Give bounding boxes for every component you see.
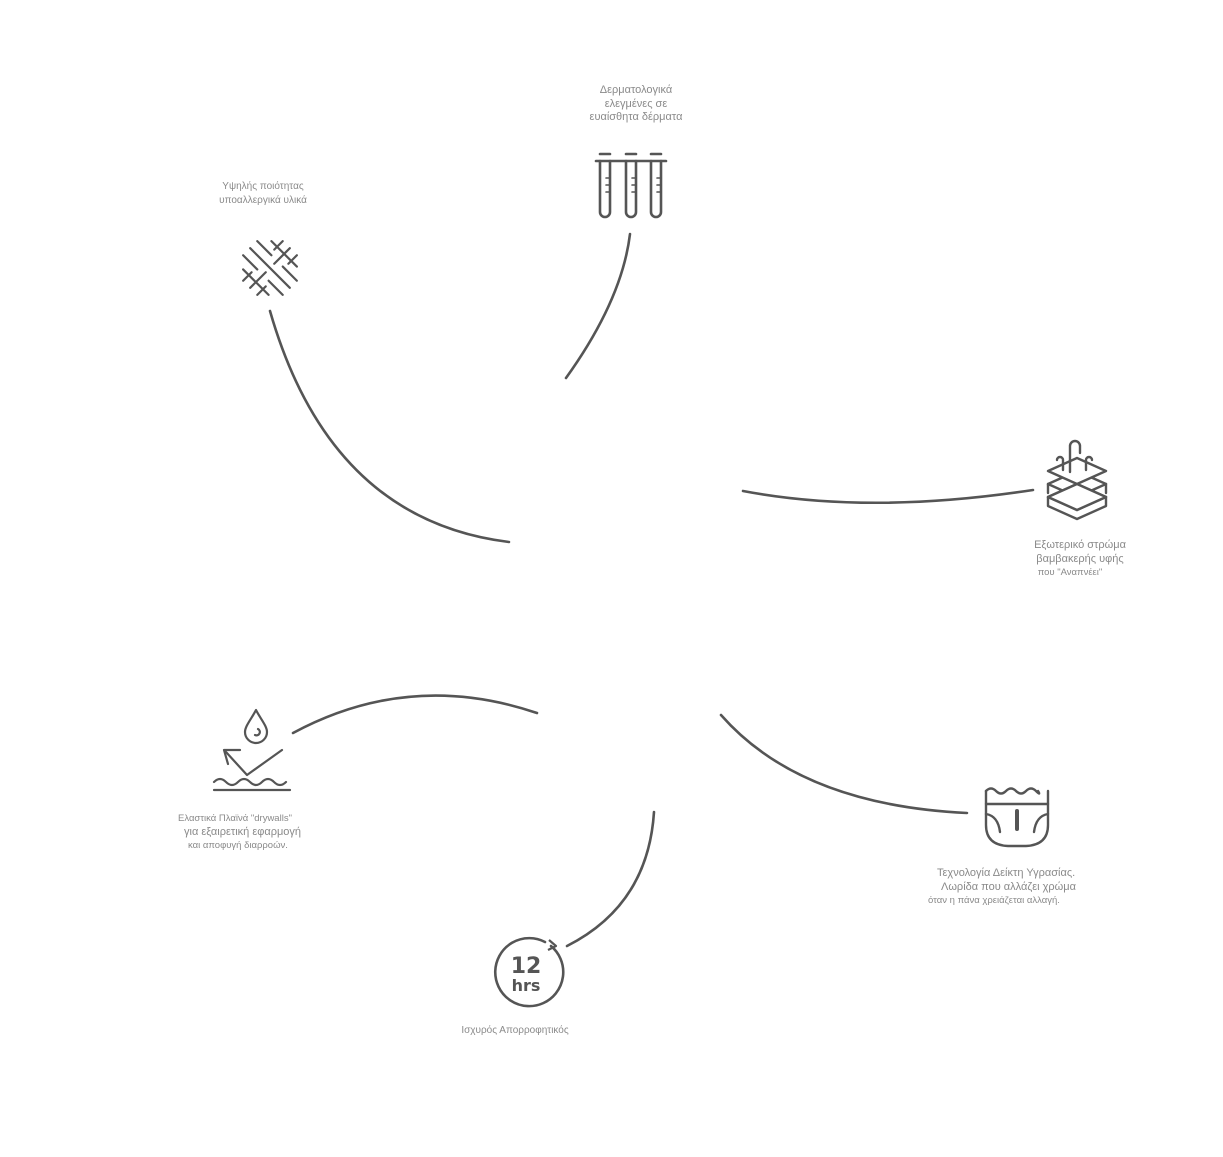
label-line: ελεγμένες σε: [604, 97, 668, 110]
icon-number-12: 12: [511, 954, 542, 979]
label-line: Εξωτερικό στρώμα: [1034, 539, 1126, 551]
test-tubes-icon: [594, 152, 668, 219]
connector-line-elastic: [291, 694, 539, 735]
connector-line-absorbent: [565, 810, 656, 948]
connector-line-breathable: [741, 488, 1035, 505]
icon-unit-hrs: hrs: [512, 976, 541, 995]
label-dermatological: Δερματολογικά ελεγμένες σε ευαίσθητα δέρ…: [556, 84, 716, 125]
label-line: όταν η πάνα χρειάζεται αλλαγή.: [928, 895, 1060, 906]
label-absorbent: Ισχυρός Απορροφητικός: [445, 1024, 585, 1038]
label-line: και αποφυγή διαρροών.: [188, 840, 288, 851]
label-line: Τεχνολογία Δείκτη Υγρασίας.: [937, 867, 1076, 879]
label-line: Ελαστικά Πλαϊνά "drywalls": [178, 813, 292, 824]
twelve-hours-icon: 12 hrs: [494, 936, 565, 1008]
label-breathable: Εξωτερικό στρώμα βαμβακερής υφής που "Αν…: [1000, 539, 1160, 580]
connector-line-hypoallergenic: [268, 309, 511, 544]
label-line: υποαλλεργικά υλικά: [219, 194, 307, 206]
woven-fabric-icon: [242, 240, 298, 296]
label-line: Λωρίδα που αλλάζει χρώμα: [941, 880, 1076, 893]
label-line: για εξαιρετική εφαρμογή: [184, 825, 302, 838]
label-elastic: Ελαστικά Πλαϊνά "drywalls" για εξαιρετικ…: [178, 812, 301, 853]
label-line: που "Αναπνέει": [1037, 567, 1103, 578]
label-hypoallergenic: Υψηλής ποιότητας υποαλλεργικά υλικά: [190, 180, 336, 207]
diaper-indicator-icon: [984, 787, 1050, 848]
label-wetness: Τεχνολογία Δείκτη Υγρασίας. Λωρίδα που α…: [928, 867, 1076, 908]
connector-line-wetness: [719, 713, 969, 815]
label-line: Υψηλής ποιότητας: [222, 181, 304, 192]
label-line: Ισχυρός Απορροφητικός: [461, 1025, 569, 1036]
breathable-layers-icon: [1046, 439, 1108, 521]
water-drop-check-icon: [212, 708, 292, 792]
connector-line-dermatological: [564, 232, 632, 380]
label-line: βαμβακερής υφής: [1036, 552, 1124, 565]
label-line: ευαίσθητα δέρματα: [589, 111, 683, 123]
label-line: Δερματολογικά: [599, 84, 673, 96]
